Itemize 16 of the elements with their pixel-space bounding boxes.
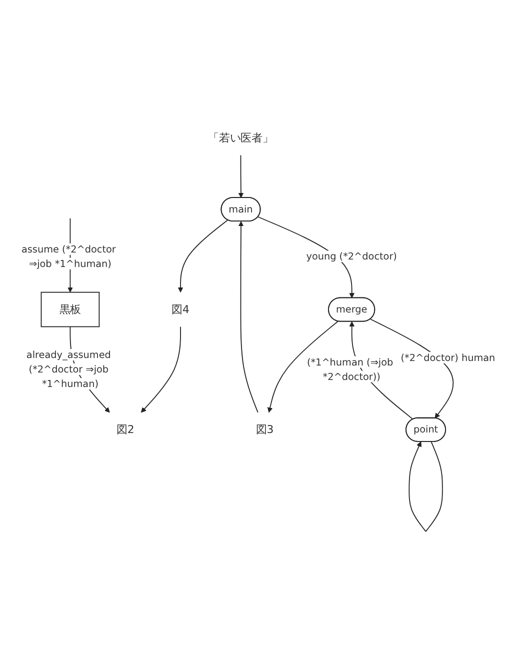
node-box: 黒板 bbox=[40, 292, 100, 327]
arrow bbox=[408, 441, 443, 532]
node-text: 「若い医者」 bbox=[208, 132, 274, 144]
node-text: 図4 bbox=[172, 302, 190, 316]
edge-label: (*2^doctor) human bbox=[400, 352, 496, 364]
arrow bbox=[238, 220, 258, 413]
arrow bbox=[267, 320, 338, 412]
edge-label: already_assumed (*2^doctor ⇒job *1^human) bbox=[26, 348, 111, 390]
arrow bbox=[178, 219, 228, 292]
arrow bbox=[140, 326, 181, 412]
edge-label: (*1^human (⇒job *2^doctor)) bbox=[306, 356, 394, 382]
node-text: 図2 bbox=[116, 423, 134, 436]
edge-label: young (*2^doctor) bbox=[306, 250, 397, 262]
node-text: 図3 bbox=[256, 423, 274, 436]
arrow bbox=[238, 154, 244, 198]
edge-label: assume (*2^doctor ⇒job *1^human) bbox=[21, 243, 116, 270]
